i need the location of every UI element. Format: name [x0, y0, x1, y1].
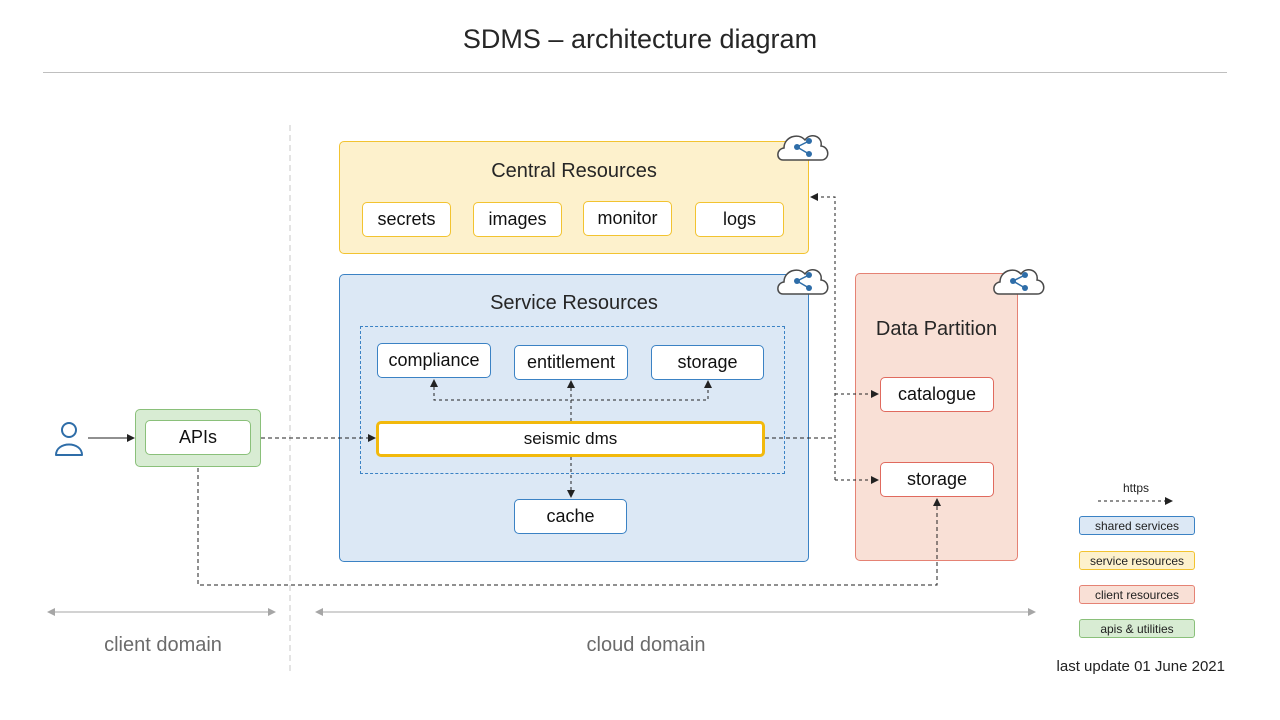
catalogue-box: catalogue: [880, 377, 994, 412]
apis-box: APIs: [145, 420, 251, 455]
legend-client-resources: client resources: [1079, 585, 1195, 604]
legend-service-resources: service resources: [1079, 551, 1195, 570]
client-domain-label: client domain: [104, 634, 222, 656]
trunk-to-central: [810, 193, 836, 480]
compliance-box: compliance: [377, 343, 491, 378]
page-title: SDMS – architecture diagram: [462, 24, 818, 54]
legend-https-label: https: [1122, 481, 1149, 495]
last-update-text: last update 01 June 2021: [1056, 658, 1225, 675]
cache-box: cache: [514, 499, 627, 534]
user-icon: [55, 422, 83, 456]
service-resources-title: Service Resources: [490, 292, 658, 314]
title-divider: [43, 72, 1227, 73]
service-storage-box: storage: [651, 345, 764, 380]
images-box: images: [473, 202, 562, 237]
legend-shared-services: shared services: [1079, 516, 1195, 535]
seismic-dms-box: seismic dms: [376, 421, 765, 457]
data-partition-panel: Data Partition: [855, 273, 1018, 561]
central-resources-title: Central Resources: [491, 160, 657, 182]
central-resources-panel: Central Resources: [339, 141, 809, 254]
cloud-domain-label: cloud domain: [586, 634, 706, 656]
legend-apis-utilities: apis & utilities: [1079, 619, 1195, 638]
data-partition-title: Data Partition: [875, 318, 998, 340]
partition-storage-box: storage: [880, 462, 994, 497]
secrets-box: secrets: [362, 202, 451, 237]
entitlement-box: entitlement: [514, 345, 628, 380]
monitor-box: monitor: [583, 201, 672, 236]
logs-box: logs: [695, 202, 784, 237]
